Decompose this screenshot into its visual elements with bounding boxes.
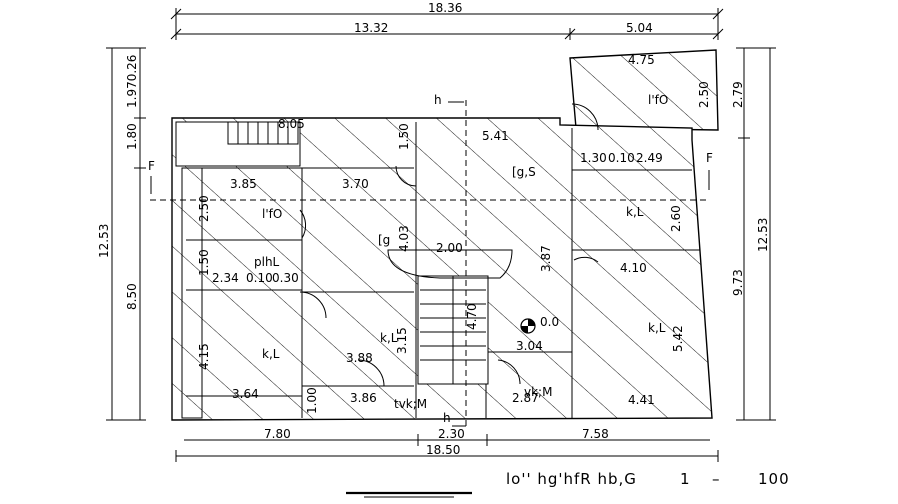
right-dimensions: 2.79 12.53 9.73 — [731, 47, 776, 421]
room-label: 4.10 — [620, 261, 647, 275]
section-marker-right: F — [706, 151, 713, 165]
room-label: 2.34 — [212, 271, 239, 285]
room-label: 2.50 — [197, 195, 211, 222]
room-label: 4.03 — [397, 225, 411, 252]
room-label: [g — [378, 233, 390, 247]
room-label: 5.41 — [482, 129, 509, 143]
scale-dash: – — [712, 470, 721, 488]
room-label: 3.85 — [230, 177, 257, 191]
room-label: 4.41 — [628, 393, 655, 407]
north-marker-bottom: h — [443, 411, 451, 425]
room-label: 0.0 — [540, 315, 559, 329]
room-label: [g,S — [512, 165, 536, 179]
dim-top-total: 18.36 — [428, 1, 462, 15]
room-label: 1.50 — [397, 123, 411, 150]
dim-left-c: 12.53 — [97, 224, 111, 258]
dim-top-right: 5.04 — [626, 21, 653, 35]
dim-left-b: 1.80 — [125, 123, 139, 150]
room-label: 3.04 — [516, 339, 543, 353]
room-label: k,L — [380, 331, 398, 345]
scale-a: 1 — [680, 470, 691, 488]
room-label: 3.86 — [350, 391, 377, 405]
room-label: 1.50 — [197, 249, 211, 276]
room-label: 2.00 — [436, 241, 463, 255]
dim-right-b: 12.53 — [756, 218, 770, 252]
room-label: k,L — [648, 321, 666, 335]
section-marker-left: F — [148, 159, 155, 173]
room-label: l'fO — [648, 93, 668, 107]
room-label: 2.60 — [669, 205, 683, 232]
dim-bottom-total: 18.50 — [426, 443, 460, 457]
scale-b: 100 — [758, 470, 790, 488]
room-labels: 8.05 1.50 5.41 4.75 2.50 l'fO 1.30 0.10 … — [197, 53, 711, 414]
room-label: 1.00 — [305, 387, 319, 414]
section-line: F F h h — [148, 93, 713, 428]
room-label: 3.70 — [342, 177, 369, 191]
dim-left-d: 8.50 — [125, 283, 139, 310]
interior-walls — [175, 103, 700, 419]
dim-left-a: 1.970.26 — [125, 55, 139, 108]
dim-right-c: 9.73 — [731, 269, 745, 296]
room-label: 4.70 — [465, 303, 479, 330]
title-text: lo'' hg'hfR hb,G — [506, 470, 637, 488]
dim-bottom-mid: 2.30 — [438, 427, 465, 441]
dim-bottom-left: 7.80 — [264, 427, 291, 441]
room-label: 2.50 — [697, 81, 711, 108]
top-dimensions: 18.36 13.32 5.04 — [170, 1, 724, 40]
room-label: 3.64 — [232, 387, 259, 401]
room-label: 2.49 — [636, 151, 663, 165]
room-label: l'fO — [262, 207, 282, 221]
room-label: 3.15 — [395, 327, 409, 354]
dim-bottom-right: 7.58 — [582, 427, 609, 441]
drawing-title: lo'' hg'hfR hb,G 1 – 100 — [346, 470, 790, 498]
room-label: 5.42 — [671, 325, 685, 352]
room-label: k,L — [626, 205, 644, 219]
room-label: plhL — [254, 255, 280, 269]
room-label: k,L — [262, 347, 280, 361]
room-label: 0.10 — [608, 151, 635, 165]
dim-right-a: 2.79 — [731, 81, 745, 108]
room-label: 4.75 — [628, 53, 655, 67]
room-label: 0.10 — [246, 271, 273, 285]
room-label: 1.30 — [580, 151, 607, 165]
room-label: 0.30 — [272, 271, 299, 285]
dim-top-left: 13.32 — [354, 21, 388, 35]
north-marker-top: h — [434, 93, 442, 107]
bottom-dimensions: 7.80 2.30 7.58 18.50 — [175, 427, 719, 462]
building-outline — [171, 49, 719, 421]
level-marker-icon — [520, 318, 536, 334]
room-label: tvk;M — [394, 397, 427, 411]
room-label: 3.88 — [346, 351, 373, 365]
room-label: 3.87 — [539, 245, 553, 272]
room-label: 8.05 — [278, 117, 305, 131]
room-label: vk;M — [524, 385, 552, 399]
left-dimensions: 1.970.26 1.80 12.53 8.50 — [97, 47, 146, 421]
room-label: 2.87 — [512, 391, 539, 405]
room-label: 4.15 — [197, 343, 211, 370]
